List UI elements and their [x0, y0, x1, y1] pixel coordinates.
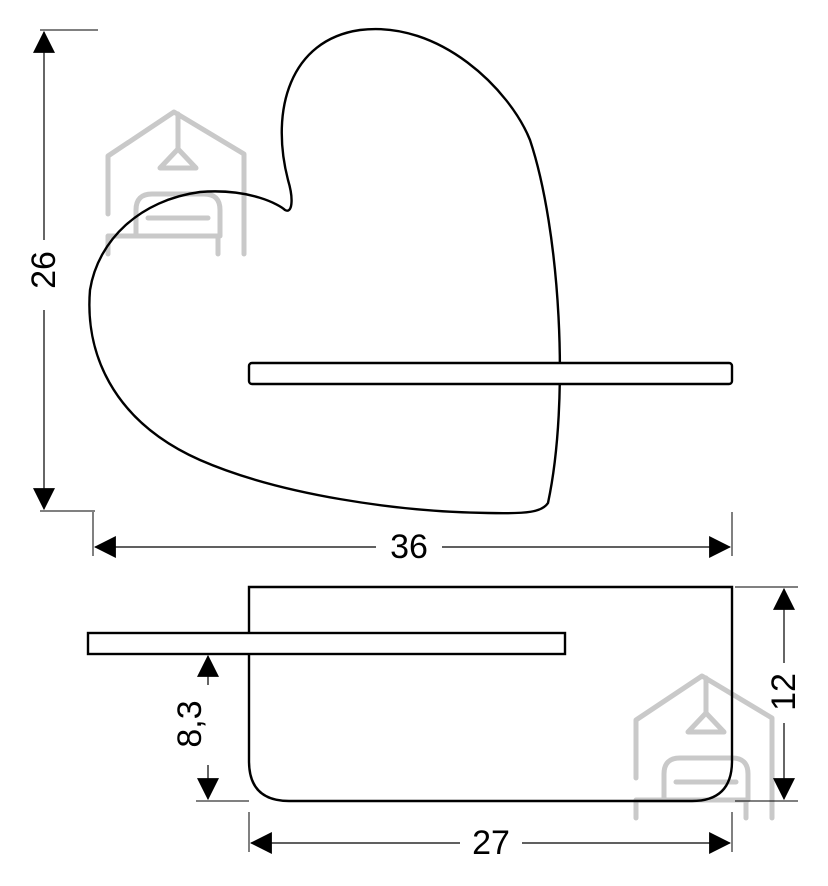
watermark-logo-bottom: [636, 676, 772, 818]
depth-label: 12: [765, 673, 803, 711]
heart-outline: [88, 27, 562, 515]
width-dimension: 36: [92, 512, 733, 566]
side-view: [86, 585, 734, 803]
base-width-label: 27: [472, 824, 510, 862]
depth-dimension: 12: [735, 586, 803, 802]
front-view: [88, 27, 734, 515]
watermark-logo-top: [108, 112, 244, 254]
shelf-height-dimension: 8,3: [171, 654, 249, 802]
side-shelf: [86, 631, 567, 656]
front-shelf: [247, 361, 734, 386]
base-width-dimension: 27: [248, 812, 733, 862]
width-label: 36: [390, 528, 428, 566]
side-body-outline: [247, 585, 734, 803]
shelf-height-label: 8,3: [171, 700, 209, 747]
height-label: 26: [25, 251, 63, 289]
height-dimension: 26: [25, 29, 98, 512]
